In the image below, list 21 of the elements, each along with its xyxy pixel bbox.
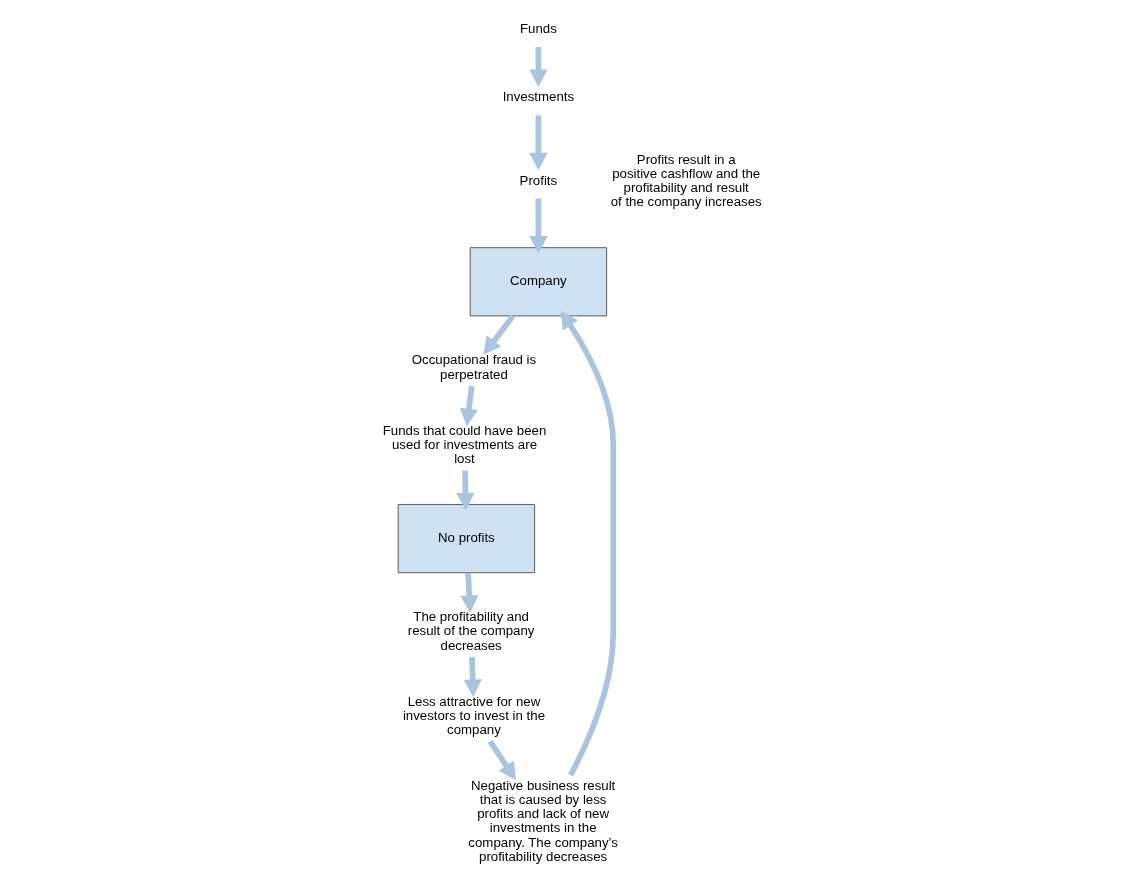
arrow [456, 470, 475, 511]
node-text: Profits [519, 172, 558, 188]
arrow [483, 314, 516, 355]
arrow [529, 115, 548, 171]
node-text: Funds [519, 21, 557, 37]
label: Profits result in a positive cashflow and the profitability and result of the company increases [610, 151, 762, 210]
node-box: Company [469, 247, 608, 317]
node-box: No profits [397, 504, 536, 574]
node-text: Occupational fraud is perpetrated [411, 352, 537, 382]
node-text: Less attractive for new investors to invest in the company [402, 693, 546, 737]
arrow [487, 739, 517, 781]
arrow [560, 310, 617, 777]
node-text: Investments [502, 89, 575, 105]
arrow [463, 657, 482, 697]
arrow [460, 572, 479, 613]
arrow [529, 198, 548, 254]
node-text: Funds that could have been used for investments are lost [382, 422, 547, 466]
arrow [529, 47, 548, 87]
node-text: The profitability and result of the company decreases [407, 609, 535, 653]
arrow [459, 385, 479, 427]
node-text: Negative business result that is caused by less profits and lack of new investments in the company. The company’s profitability decreases [468, 777, 618, 864]
